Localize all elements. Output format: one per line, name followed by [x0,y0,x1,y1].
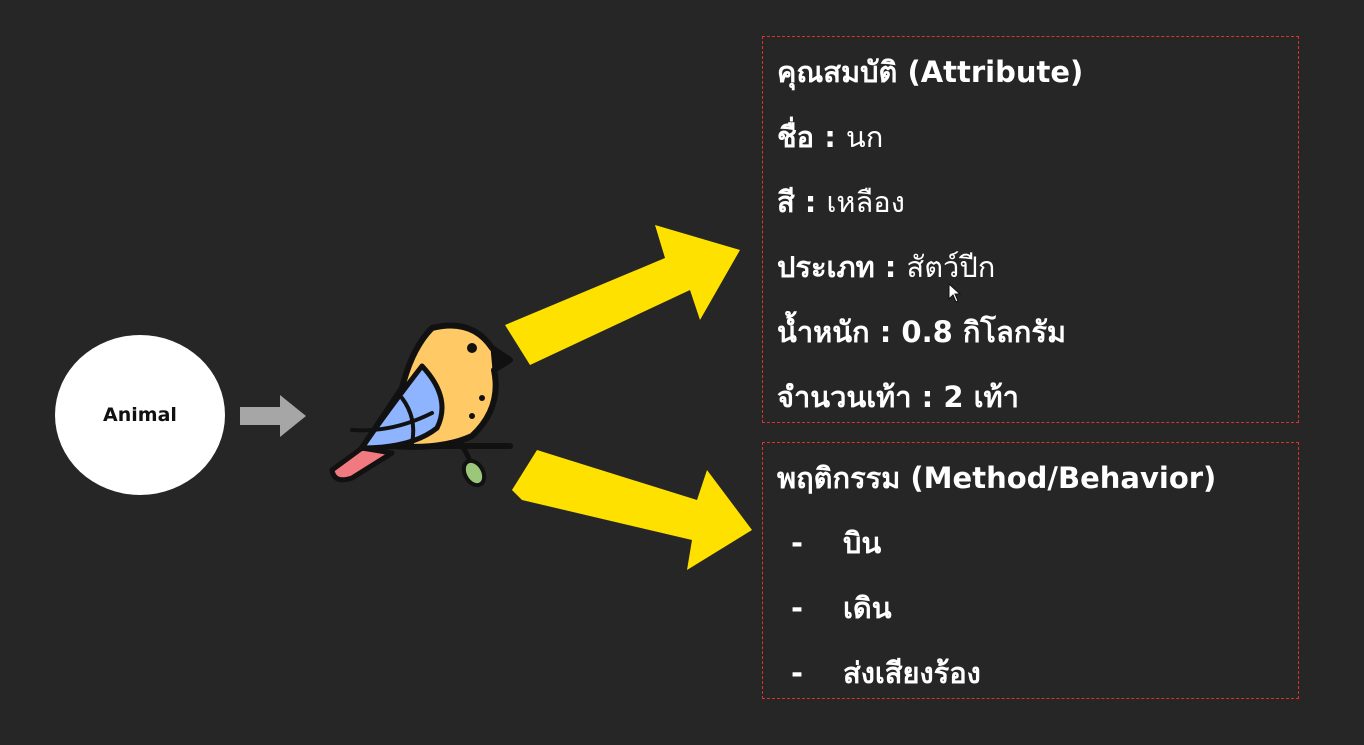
attribute-box: คุณสมบัติ (Attribute) ชื่อ : นก สี : เหล… [762,36,1299,423]
bullet-dash: - [791,526,804,560]
attribute-row-color: สี : เหลือง [777,179,905,225]
attribute-value: 0.8 กิโลกรัม [901,315,1067,349]
attribute-key: ประเภท : [777,250,907,284]
method-label: บิน [843,526,882,560]
method-item-fly: - บิน [791,520,881,566]
attribute-row-name: ชื่อ : นก [777,114,883,160]
attribute-key: ชื่อ : [777,120,846,154]
attribute-key: จำนวนเท้า : [777,380,944,414]
mouse-cursor-icon [948,283,962,303]
gray-arrow-icon [240,395,306,437]
yellow-arrow-icon [505,225,740,365]
attribute-value: เหลือง [826,185,905,219]
attribute-key: น้ำหนัก : [777,315,902,349]
attribute-row-weight: น้ำหนัก : 0.8 กิโลกรัม [777,309,1066,355]
method-item-sound: - ส่งเสียงร้อง [791,650,981,696]
bird-icon [329,322,513,488]
attribute-value: สัตว์ปีก [906,250,996,284]
yellow-arrow-icon [512,450,752,570]
attribute-row-feet: จำนวนเท้า : 2 เท้า [777,374,1019,420]
bullet-dash: - [791,591,804,625]
animal-node: Animal [55,335,225,495]
method-label: ส่งเสียงร้อง [843,656,981,690]
attribute-title: คุณสมบัติ (Attribute) [777,55,1084,89]
method-box: พฤติกรรม (Method/Behavior) - บิน - เดิน - ส… [762,442,1299,699]
bullet-dash: - [791,656,804,690]
animal-label: Animal [103,404,177,426]
attribute-row-type: ประเภท : สัตว์ปีก [777,244,995,290]
attribute-value: นก [845,120,884,154]
method-title: พฤติกรรม (Method/Behavior) [777,461,1217,495]
method-label: เดิน [843,591,892,625]
attribute-value: 2 เท้า [943,380,1019,414]
method-item-walk: - เดิน [791,585,892,631]
attribute-key: สี : [777,185,827,219]
